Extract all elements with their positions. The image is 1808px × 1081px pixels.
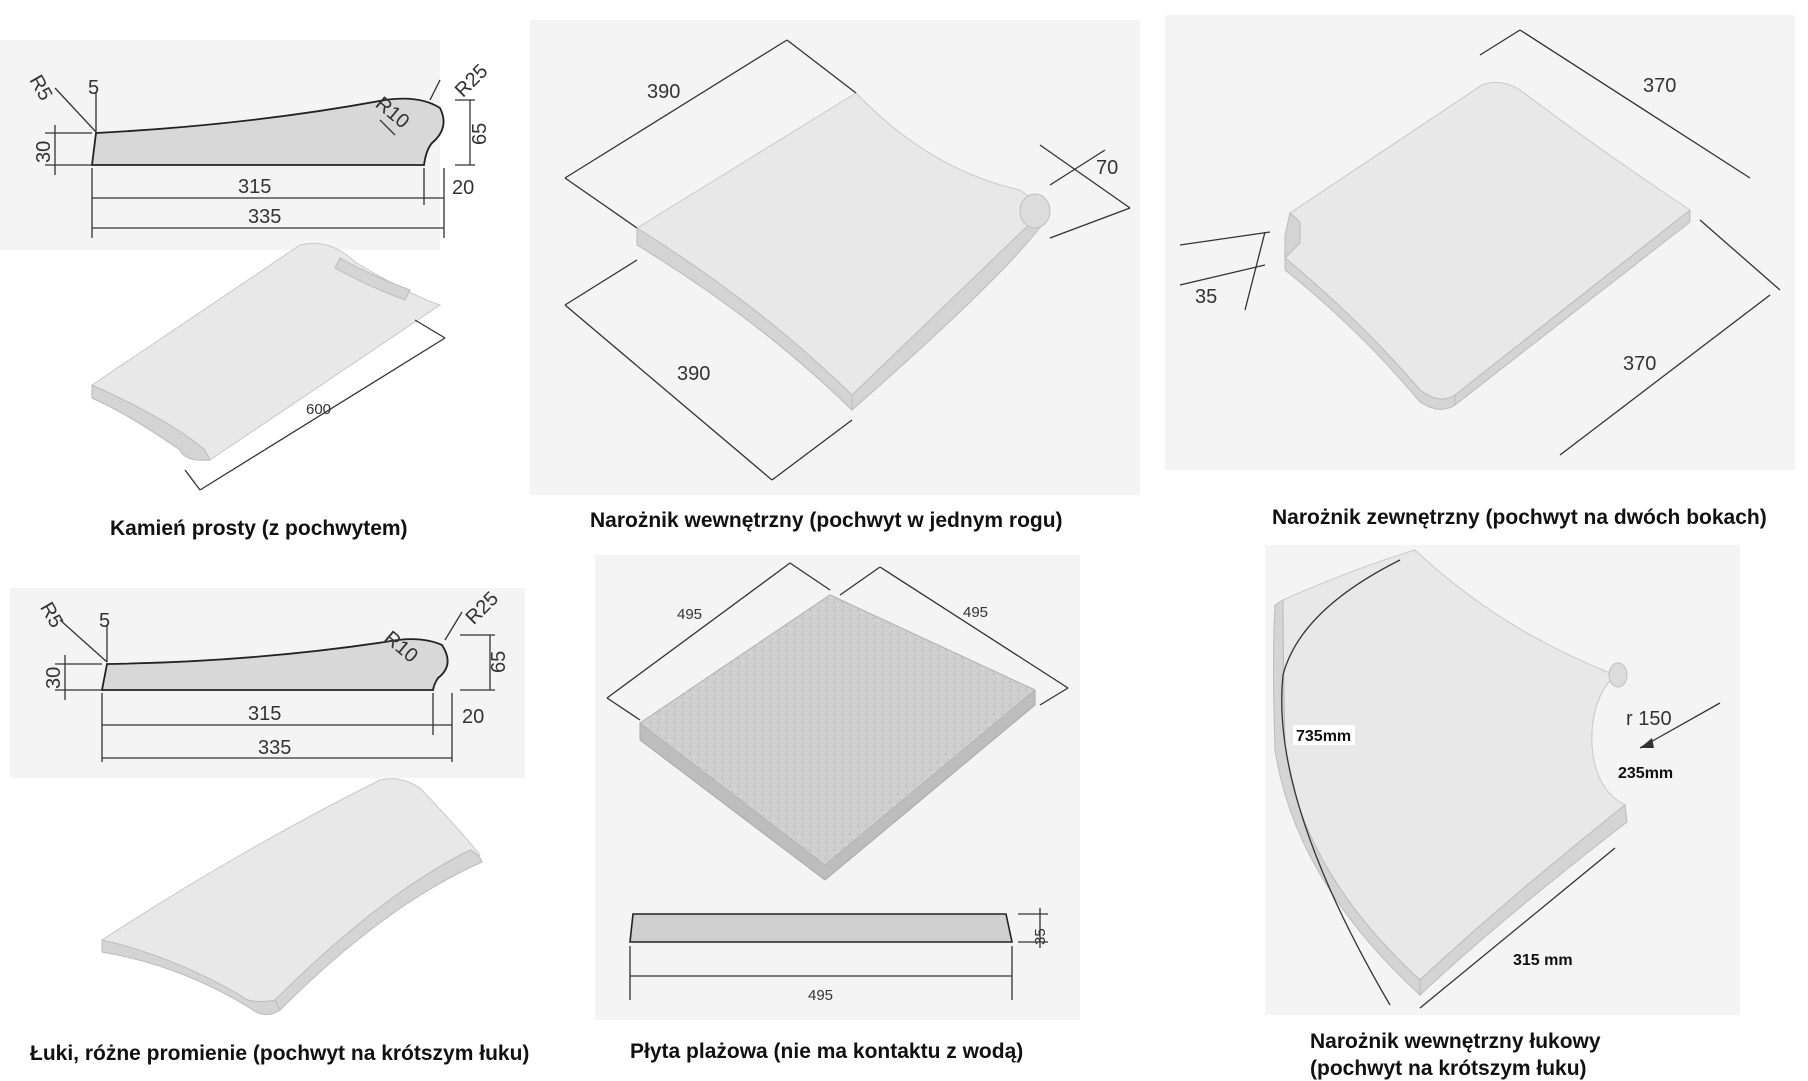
caption-outer-corner: Narożnik zewnętrzny (pochwyt na dwóch bo…: [1272, 506, 1767, 529]
arc-d5-label: 5: [99, 610, 110, 632]
straight-h65-label: 65: [469, 123, 491, 145]
arc-corner-dim-radius: r 150: [1626, 708, 1672, 730]
arc-r5-label: R5: [35, 599, 67, 632]
arc-w20-label: 20: [462, 706, 484, 728]
beach-slab-profile: 495 35: [629, 908, 1049, 1004]
straight-r5-label: R5: [25, 71, 57, 104]
straight-d5-label: 5: [88, 77, 99, 99]
outer-corner-dim-b: 370: [1623, 353, 1656, 375]
inner-corner-dim-c: 70: [1096, 157, 1118, 179]
arc-corner-3d: 735mm r 150 235mm 315 mm: [1273, 549, 1721, 1009]
outer-corner-dim-a: 370: [1643, 75, 1676, 97]
beach-slab-dim-b: 495: [963, 604, 988, 621]
arc-h30-label: 30: [43, 667, 65, 689]
arc-w335-label: 335: [258, 737, 291, 759]
arc-h65-label: 65: [488, 651, 510, 673]
inner-corner-dim-a: 390: [647, 81, 680, 103]
caption-arc-stones: Łuki, różne promienie (pochwyt na krótsz…: [30, 1042, 530, 1065]
beach-slab-dim-height: 35: [1032, 928, 1049, 945]
straight-stone-profile: R5 5 R25 R10 30 65 315 20 335: [25, 60, 493, 238]
arc-stone-profile: R5 5 R25 R10 30 65 315 20 335: [35, 588, 510, 762]
outer-corner-3d: 370 370 35: [1179, 29, 1781, 456]
beach-slab-dim-length: 495: [808, 987, 833, 1004]
beach-slab-dim-a: 495: [677, 606, 702, 623]
straight-stone-3d: 600: [91, 242, 446, 491]
inner-corner-dim-b: 390: [677, 363, 710, 385]
straight-h30-label: 30: [33, 141, 55, 163]
straight-w20-label: 20: [452, 177, 474, 199]
arc-stone-3d: [101, 778, 483, 1015]
caption-straight-stone: Kamień prosty (z pochwytem): [110, 517, 408, 540]
inner-corner-3d: 390 390 70: [564, 39, 1131, 481]
outer-corner-dim-c: 35: [1195, 286, 1217, 308]
straight-length-label: 600: [306, 401, 331, 418]
caption-arc-corner-line1: Narożnik wewnętrzny łukowy: [1310, 1030, 1601, 1053]
beach-slab-3d: 495 495: [606, 562, 1069, 881]
arc-corner-dim-side: 315 mm: [1513, 952, 1573, 969]
straight-r25-label: R25: [451, 60, 493, 102]
straight-w315-label: 315: [238, 176, 271, 198]
arc-corner-dim-inner: 235mm: [1618, 765, 1673, 782]
caption-arc-corner-line2: (pochwyt na krótszym łuku): [1310, 1057, 1587, 1080]
arc-profile-shape: [100, 638, 449, 691]
caption-beach-slab: Płyta plażowa (nie ma kontaktu z wodą): [630, 1040, 1024, 1063]
caption-inner-corner: Narożnik wewnętrzny (pochwyt w jednym ro…: [590, 509, 1063, 532]
arc-corner-dim-outer: 735mm: [1296, 728, 1351, 745]
straight-profile-shape: [90, 97, 445, 166]
arc-w315-label: 315: [248, 703, 281, 725]
straight-w335-label: 335: [248, 206, 281, 228]
arc-r25-label: R25: [462, 588, 504, 630]
